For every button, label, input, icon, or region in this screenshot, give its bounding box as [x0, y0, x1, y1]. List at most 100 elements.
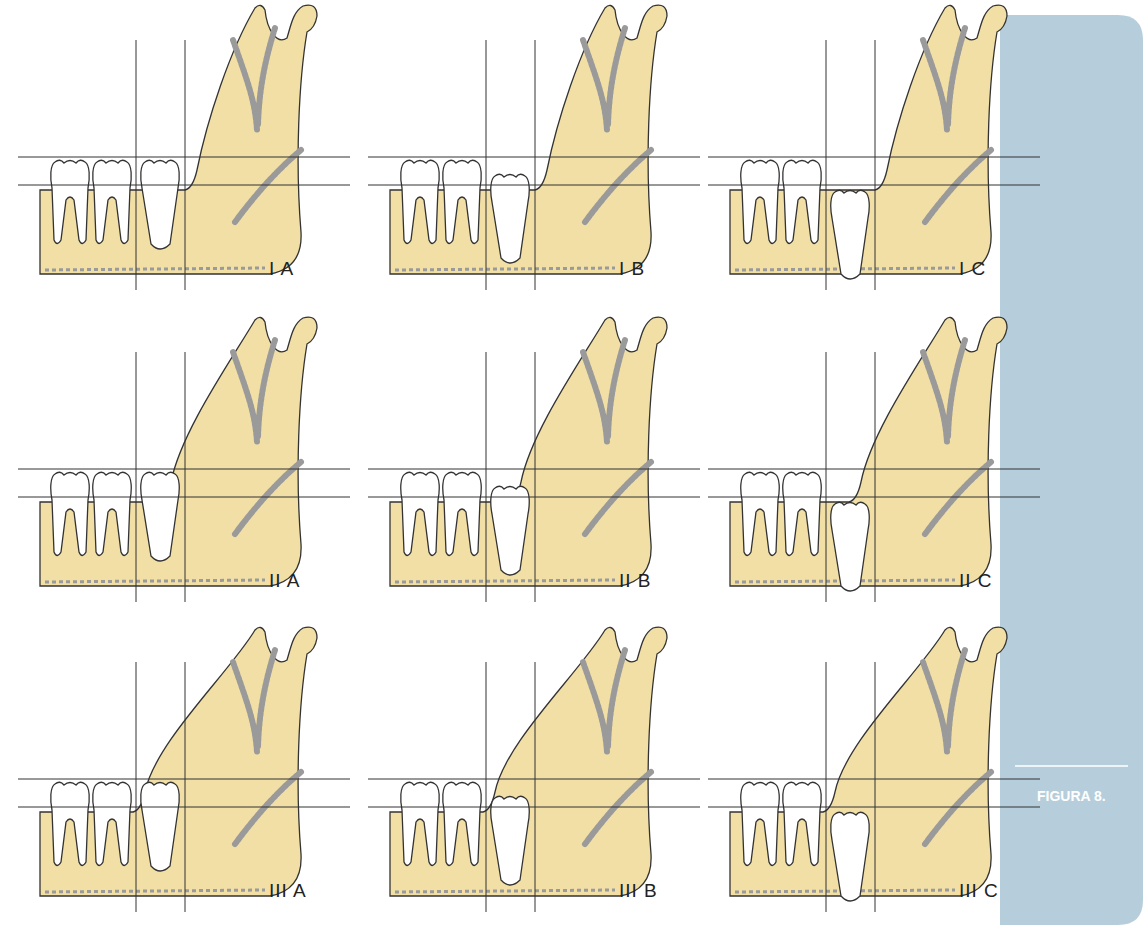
lower-border: [45, 268, 265, 270]
cervical-line: [18, 807, 350, 808]
bone-cortex: [233, 650, 301, 844]
occlusal-line: [368, 157, 700, 158]
reference-line: [826, 662, 827, 912]
second-molar: [93, 160, 131, 243]
mandible-panel: [18, 317, 350, 602]
bone-cortex: [583, 650, 651, 844]
class-label: II A: [269, 570, 300, 592]
ramus-line: [535, 662, 536, 912]
reference-line: [486, 352, 487, 602]
occlusal-line: [708, 157, 1040, 158]
cervical-line: [708, 497, 1040, 498]
occlusal-line: [368, 779, 700, 780]
cervical-line: [368, 185, 700, 186]
mandible-bone: [730, 5, 1007, 274]
occlusal-line: [368, 469, 700, 470]
mandible-bone: [390, 317, 667, 586]
reference-line: [826, 352, 827, 602]
first-molar: [401, 472, 439, 555]
class-label: I C: [959, 258, 986, 280]
second-molar: [443, 472, 481, 555]
ramus-line: [875, 352, 876, 602]
class-label: II B: [619, 570, 652, 592]
lower-border: [395, 890, 615, 892]
second-molar: [443, 160, 481, 243]
third-molar: [141, 782, 179, 871]
class-label: III C: [959, 880, 999, 902]
mandible-bone: [40, 627, 317, 896]
class-label: I B: [619, 258, 645, 280]
mandible-bone: [390, 5, 667, 274]
second-molar: [783, 160, 821, 243]
first-molar: [51, 160, 89, 243]
cervical-line: [18, 185, 350, 186]
reference-line: [136, 662, 137, 912]
second-molar: [783, 472, 821, 555]
lower-border: [45, 890, 265, 892]
first-molar: [741, 472, 779, 555]
ramus-line: [875, 662, 876, 912]
class-label: III B: [619, 880, 658, 902]
occlusal-line: [18, 779, 350, 780]
lower-border: [45, 580, 265, 582]
first-molar: [741, 160, 779, 243]
first-molar: [741, 782, 779, 865]
mandible-panel: [368, 5, 700, 290]
second-molar: [93, 472, 131, 555]
bone-cortex: [923, 28, 991, 222]
cervical-line: [708, 185, 1040, 186]
ramus-line: [535, 40, 536, 290]
class-label: I A: [269, 258, 294, 280]
mandible-bone: [40, 5, 317, 274]
bone-cortex: [583, 28, 651, 222]
third-molar: [141, 160, 179, 249]
cervical-line: [368, 497, 700, 498]
first-molar: [401, 782, 439, 865]
reference-line: [826, 40, 827, 290]
mandible-panel: [708, 5, 1040, 290]
side-panel: [1000, 15, 1143, 925]
occlusal-line: [708, 779, 1040, 780]
mandible-panel: [368, 317, 700, 602]
mandible-panel: [18, 627, 350, 912]
bone-cortex: [233, 28, 301, 222]
mandible-panel: [708, 317, 1040, 602]
lower-border: [395, 580, 615, 582]
class-label: III A: [269, 880, 307, 902]
cervical-line: [708, 807, 1040, 808]
cervical-line: [18, 497, 350, 498]
panel-rule: [1015, 765, 1128, 767]
second-molar: [443, 782, 481, 865]
first-molar: [51, 782, 89, 865]
bone-cortex: [233, 340, 301, 534]
lower-border: [395, 268, 615, 270]
mandible-bone: [730, 627, 1007, 896]
reference-line: [486, 40, 487, 290]
occlusal-line: [708, 469, 1040, 470]
reference-line: [136, 352, 137, 602]
mandible-bone: [390, 627, 667, 896]
ramus-line: [875, 40, 876, 290]
third-molar: [491, 486, 529, 575]
second-molar: [783, 782, 821, 865]
bone-cortex: [923, 650, 991, 844]
third-molar: [831, 502, 869, 591]
mandible-panel: [708, 627, 1040, 912]
mandible-bone: [730, 317, 1007, 586]
first-molar: [51, 472, 89, 555]
first-molar: [401, 160, 439, 243]
occlusal-line: [18, 157, 350, 158]
reference-line: [486, 662, 487, 912]
reference-line: [136, 40, 137, 290]
third-molar: [141, 472, 179, 561]
bone-cortex: [583, 340, 651, 534]
third-molar: [491, 174, 529, 263]
figure-caption: FIGURA 8.: [1037, 788, 1106, 804]
bone-cortex: [923, 340, 991, 534]
third-molar: [831, 190, 869, 279]
ramus-line: [185, 352, 186, 602]
class-label: II C: [959, 570, 993, 592]
ramus-line: [185, 662, 186, 912]
ramus-line: [185, 40, 186, 290]
